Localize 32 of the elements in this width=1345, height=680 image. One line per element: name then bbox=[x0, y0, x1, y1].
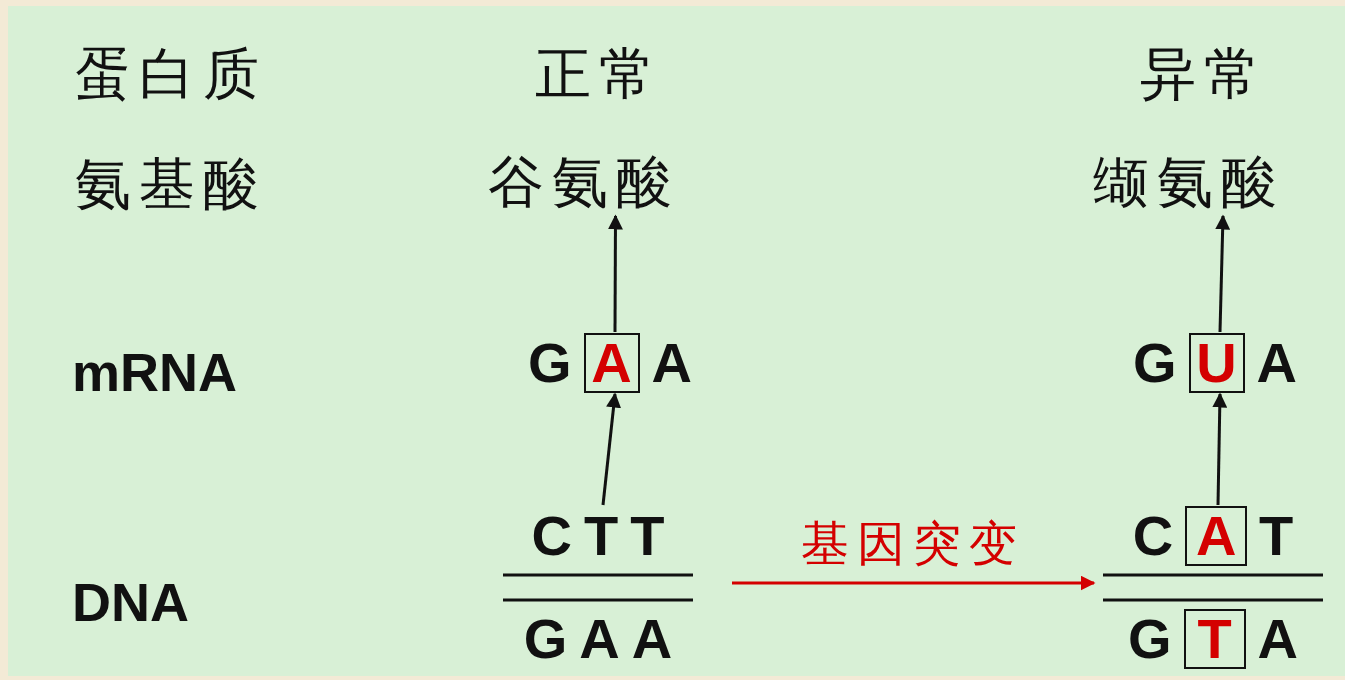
base-letter: A bbox=[631, 610, 673, 668]
arrow bbox=[1215, 214, 1231, 333]
boxed-base: A bbox=[583, 333, 640, 393]
base-letter: G bbox=[528, 334, 572, 392]
base-letter: T bbox=[630, 507, 665, 565]
base-letter: G bbox=[1133, 334, 1177, 392]
edge-label: 基因突变 bbox=[800, 514, 1026, 573]
base-letter: G bbox=[1128, 610, 1172, 668]
row-heading: 氨基酸 bbox=[75, 152, 267, 216]
base-letter: A bbox=[1256, 334, 1297, 392]
base-letter: G bbox=[523, 610, 568, 668]
boxed-base: T bbox=[1183, 609, 1246, 669]
boxed-base: A bbox=[1185, 506, 1248, 566]
arrow bbox=[607, 214, 623, 332]
base-letter: A bbox=[1257, 610, 1298, 668]
row-heading: DNA bbox=[72, 572, 189, 632]
base-letter: A bbox=[579, 610, 620, 668]
amino-acid-name: 谷氨酸 bbox=[488, 150, 680, 214]
base-letter: C bbox=[1132, 507, 1174, 565]
arrow bbox=[601, 392, 621, 506]
row-heading: mRNA bbox=[72, 342, 237, 402]
row-heading: 异常 bbox=[1140, 42, 1268, 106]
base-letter: T bbox=[1259, 507, 1294, 565]
arrow bbox=[1212, 392, 1228, 506]
amino-acid-name: 缬氨酸 bbox=[1093, 150, 1285, 214]
base-letter: C bbox=[531, 507, 572, 565]
row-heading: 正常 bbox=[535, 42, 663, 106]
boxed-base: U bbox=[1188, 333, 1245, 393]
base-letter: A bbox=[651, 334, 692, 392]
row-heading: 蛋白质 bbox=[75, 42, 267, 106]
base-letter: T bbox=[584, 507, 619, 565]
arrow bbox=[732, 575, 1096, 591]
